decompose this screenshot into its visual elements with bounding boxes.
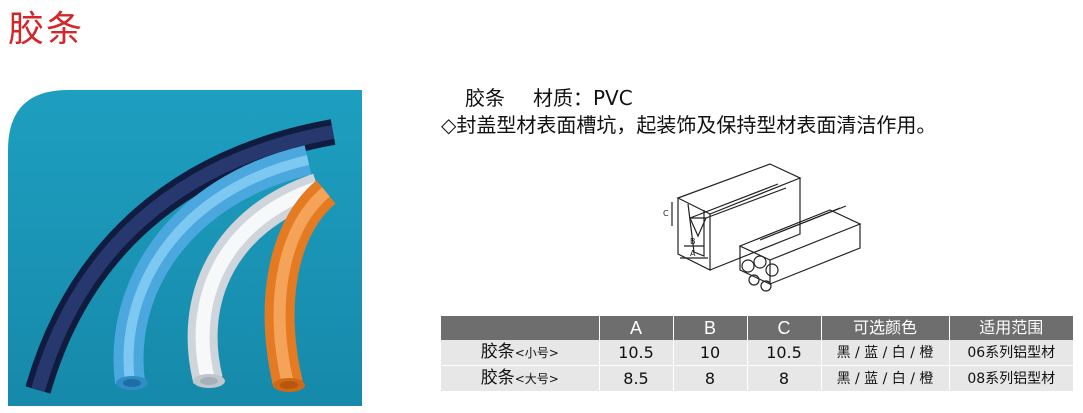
header-name bbox=[441, 316, 600, 340]
row-c: 8 bbox=[747, 365, 822, 391]
dimension-label-b: B bbox=[690, 237, 696, 246]
table-row: 胶条<小号> 10.5 10 10.5 黑 / 蓝 / 白 / 橙 06系列铝型… bbox=[441, 340, 1073, 366]
header-b: B bbox=[673, 316, 748, 340]
row-name: 胶条<小号> bbox=[441, 340, 600, 366]
dimension-label-a: A bbox=[690, 249, 696, 258]
header-range: 适用范围 bbox=[949, 316, 1073, 340]
technical-drawing: C B A bbox=[663, 163, 862, 292]
row-b: 8 bbox=[673, 365, 748, 391]
header-c: C bbox=[747, 316, 822, 340]
row-colors: 黑 / 蓝 / 白 / 橙 bbox=[821, 365, 950, 391]
row-a: 8.5 bbox=[599, 365, 674, 391]
product-spec-line: 胶条 材质：PVC bbox=[465, 86, 633, 110]
dimension-label-c: C bbox=[663, 209, 669, 218]
product-photo bbox=[8, 90, 362, 406]
row-range: 08系列铝型材 bbox=[949, 365, 1073, 391]
row-colors: 黑 / 蓝 / 白 / 橙 bbox=[821, 340, 950, 366]
product-usage: ◇封盖型材表面槽坑，起装饰及保持型材表面清洁作用。 bbox=[441, 113, 937, 137]
product-material: 材质：PVC bbox=[533, 86, 633, 110]
spec-table-header: A B C 可选颜色 适用范围 bbox=[441, 316, 1073, 340]
header-a: A bbox=[599, 316, 674, 340]
row-b: 10 bbox=[673, 340, 748, 366]
row-range: 06系列铝型材 bbox=[967, 344, 1056, 361]
header-colors: 可选颜色 bbox=[821, 316, 950, 340]
row-c: 10.5 bbox=[747, 340, 822, 366]
page-title: 胶条 bbox=[8, 9, 85, 50]
row-name: 胶条<大号> bbox=[441, 365, 600, 391]
table-row: 胶条<大号> 8.5 8 8 黑 / 蓝 / 白 / 橙 08系列铝型材 bbox=[441, 365, 1073, 391]
product-name: 胶条 bbox=[465, 86, 505, 110]
spec-table: A B C 可选颜色 适用范围 胶条<小号> 10.5 10 10.5 黑 / … bbox=[441, 316, 1073, 391]
row-a: 10.5 bbox=[599, 340, 674, 366]
